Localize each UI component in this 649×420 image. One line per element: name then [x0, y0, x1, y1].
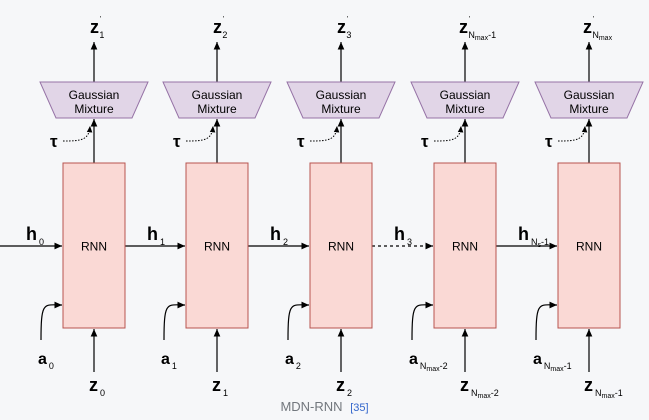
- output-z-label: z'1: [90, 16, 104, 40]
- output-z-label: z'Nmax: [583, 16, 613, 42]
- gaussian-mixture-label-line2: Mixture: [569, 102, 609, 116]
- tau-arrow: [62, 125, 93, 142]
- rnn-box: [62, 162, 126, 329]
- rnn-label: RNN: [452, 240, 478, 254]
- gaussian-mixture-label-line2: Mixture: [321, 102, 361, 116]
- rnn-label: RNN: [328, 240, 354, 254]
- tau-label: τ: [545, 132, 553, 151]
- gaussian-mixture-label-line2: Mixture: [74, 102, 114, 116]
- tau-label: τ: [421, 132, 429, 151]
- tau-arrow: [185, 125, 216, 142]
- a-input-arrow: [163, 301, 186, 341]
- a-input-arrow: [411, 301, 434, 341]
- tau-arrow: [309, 125, 340, 142]
- rnn-box: [433, 162, 497, 329]
- a-input-arrow: [535, 301, 558, 341]
- gaussian-mixture-box: [534, 81, 644, 119]
- rnn-box: [309, 162, 373, 329]
- tau-arrow: [433, 125, 464, 142]
- figure-caption: MDN-RNN [35]: [0, 399, 649, 414]
- rnn-box: [557, 162, 621, 329]
- gaussian-mixture-box: [286, 81, 396, 119]
- a-input-arrow: [40, 301, 63, 341]
- gaussian-mixture-box: [39, 81, 149, 119]
- a-input-arrow: [287, 301, 310, 341]
- caption-reference-link[interactable]: [35]: [350, 402, 369, 414]
- tau-label: τ: [50, 132, 58, 151]
- tau-label: τ: [297, 132, 305, 151]
- rnn-label: RNN: [204, 240, 230, 254]
- rnn-box: [185, 162, 249, 329]
- output-z-label: z'Nmax-1: [459, 16, 496, 42]
- caption-text: MDN-RNN: [280, 399, 343, 414]
- gaussian-mixture-label-line1: Gaussian: [564, 88, 615, 102]
- gaussian-mixture-label-line1: Gaussian: [192, 88, 243, 102]
- tau-label: τ: [173, 132, 181, 151]
- output-z-label: z'2: [213, 16, 227, 40]
- gaussian-mixture-label-line1: Gaussian: [316, 88, 367, 102]
- gaussian-mixture-label-line1: Gaussian: [69, 88, 120, 102]
- rnn-label: RNN: [81, 240, 107, 254]
- gaussian-mixture-label-line2: Mixture: [197, 102, 237, 116]
- gaussian-mixture-box: [410, 81, 520, 119]
- rnn-label: RNN: [576, 240, 602, 254]
- gaussian-mixture-label-line1: Gaussian: [440, 88, 491, 102]
- tau-arrow: [557, 125, 588, 142]
- output-z-label: z'3: [337, 16, 351, 40]
- gaussian-mixture-label-line2: Mixture: [445, 102, 485, 116]
- gaussian-mixture-box: [162, 81, 272, 119]
